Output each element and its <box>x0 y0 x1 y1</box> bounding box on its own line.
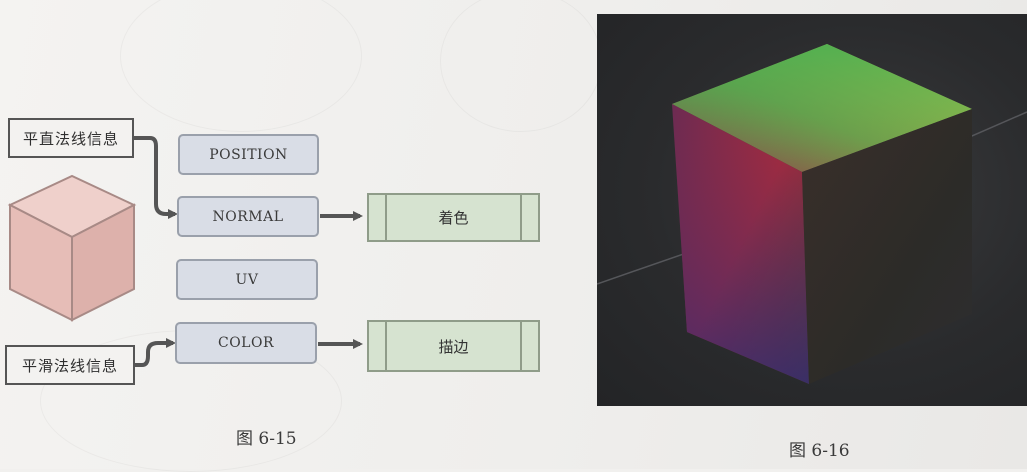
figure-6-16-render <box>597 14 1027 406</box>
caption-figure-6-16: 图 6-16 <box>789 441 850 461</box>
pass-shading-label: 着色 <box>438 209 469 227</box>
semantic-normal: NORMAL <box>177 196 319 237</box>
diagram-connectors <box>7 136 363 367</box>
cube-right-face <box>802 109 972 384</box>
arrow-flat-normal <box>132 136 178 219</box>
label-smooth-normal-info: 平滑法线信息 <box>5 345 135 385</box>
semantic-color: COLOR <box>175 322 317 364</box>
pass-shading: 着色 <box>367 193 540 242</box>
semantic-uv: UV <box>176 259 318 300</box>
arrow-smooth-normal <box>134 338 176 367</box>
label-flat-normal-info: 平直法线信息 <box>8 118 134 158</box>
cube-icon <box>7 174 137 322</box>
caption-figure-6-15: 图 6-15 <box>236 429 297 449</box>
semantic-position: POSITION <box>178 134 319 175</box>
pass-outline: 描边 <box>367 320 540 372</box>
render-scene <box>597 44 1027 384</box>
pass-outline-label: 描边 <box>438 337 469 356</box>
